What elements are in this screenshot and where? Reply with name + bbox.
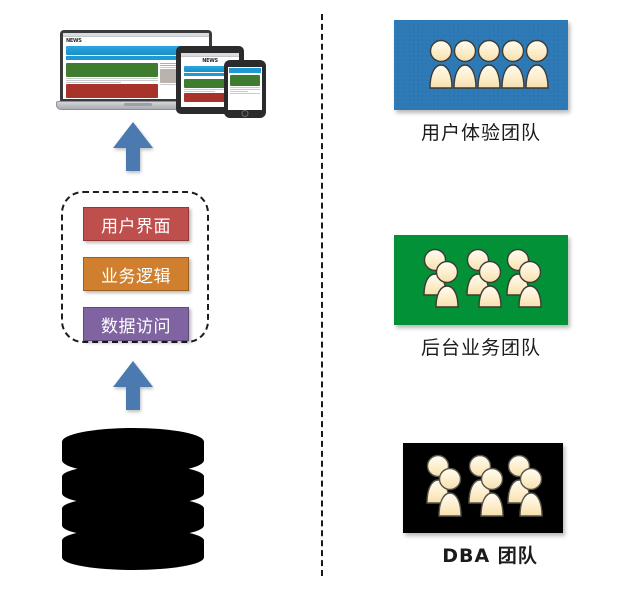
layer-business-logic: 业务逻辑	[83, 257, 189, 291]
site-navbar	[66, 56, 206, 60]
article-image	[184, 79, 236, 88]
text-line	[66, 99, 158, 100]
smartphone-device	[224, 60, 266, 118]
team-label-dba: DBA 团队	[442, 545, 538, 567]
browser-chrome-bar	[63, 33, 209, 37]
text-line	[66, 80, 158, 81]
site-banner	[184, 66, 236, 72]
text-line	[66, 82, 122, 83]
article-image	[66, 84, 158, 98]
site-navbar	[229, 68, 261, 73]
layer-data-access: 数据访问	[83, 307, 189, 341]
team-card-ux: 用户体验团队	[394, 20, 568, 145]
arrow-head	[113, 361, 153, 387]
team-label-ux: 用户体验团队	[420, 122, 541, 144]
text-line	[230, 87, 260, 88]
site-banner	[66, 46, 206, 55]
layer-label: 业务逻辑	[101, 266, 171, 287]
people-group-five	[394, 20, 568, 110]
article-image	[184, 93, 236, 102]
team-label-backend: 后台业务团队	[420, 337, 541, 359]
database-disk-layer	[62, 428, 204, 474]
article-image	[230, 75, 260, 86]
site-main-column	[66, 63, 158, 100]
team-photo-dba	[403, 443, 563, 533]
team-card-dba: DBA 团队	[403, 443, 577, 568]
text-line	[230, 89, 260, 90]
phone-screen	[228, 67, 262, 110]
text-line	[230, 91, 248, 92]
browser-chrome-bar	[181, 53, 239, 57]
arrow-stem	[126, 147, 140, 171]
text-line	[230, 93, 260, 94]
laptop-device: NEWS	[60, 30, 212, 102]
text-line	[184, 91, 216, 92]
layer-label: 数据访问	[101, 316, 171, 337]
laptop-webpage-preview: NEWS	[63, 33, 209, 99]
team-photo-ux	[394, 20, 568, 110]
team-photo-backend	[394, 235, 568, 325]
site-brand-tablet: NEWS	[202, 58, 218, 64]
responsive-devices-illustration: NEWS	[56, 8, 278, 118]
layer-label: 用户界面	[101, 216, 171, 237]
text-line	[184, 89, 236, 90]
people-icon	[423, 248, 542, 308]
phone-home-button	[241, 110, 249, 117]
team-card-backend: 后台业务团队	[394, 235, 568, 360]
phone-webpage-preview	[228, 67, 262, 110]
people-icon	[429, 39, 549, 89]
site-content	[181, 77, 239, 105]
site-navbar	[184, 73, 236, 76]
arrow-stem	[126, 386, 140, 410]
site-brand-laptop: NEWS	[66, 38, 82, 44]
people-group-three-pairs	[394, 235, 568, 325]
people-icon	[426, 454, 543, 517]
vertical-dashed-divider	[321, 14, 323, 576]
text-line	[66, 78, 158, 79]
people-group-three-pairs	[403, 443, 563, 533]
layered-architecture-box: 用户界面 业务逻辑 数据访问	[61, 191, 209, 343]
layer-user-interface: 用户界面	[83, 207, 189, 241]
database-icon	[62, 428, 204, 570]
laptop-trackpad-notch	[124, 103, 152, 106]
arrow-head	[113, 122, 153, 148]
site-main-column	[184, 79, 236, 103]
arrow-up-icon-data	[113, 361, 153, 411]
arrow-up-icon-presentation	[113, 122, 153, 172]
article-image	[66, 63, 158, 77]
